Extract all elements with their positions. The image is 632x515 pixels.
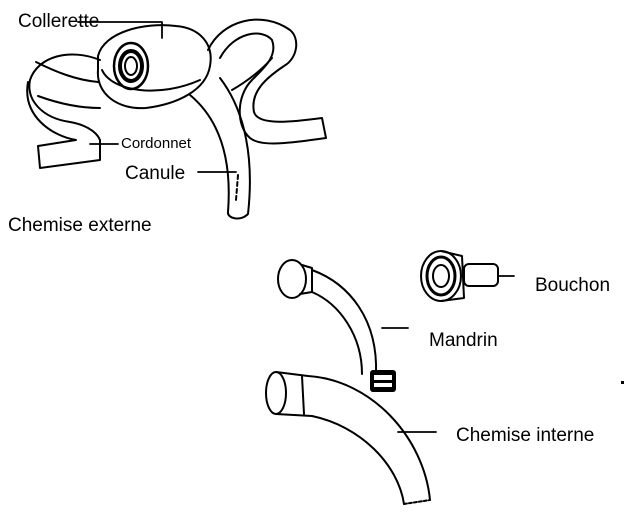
label-chemise-interne: Chemise interne [456,426,594,445]
outer-cannula-assembly [27,20,326,219]
mandrin-obturator [278,260,396,392]
label-chemise-externe: Chemise externe [8,216,152,235]
label-cordonnet: Cordonnet [121,136,191,151]
chemise-interne-inner-cannula [266,372,430,504]
label-bouchon: Bouchon [535,276,610,295]
label-collerette: Collerette [18,12,99,31]
margin-dot [621,381,624,384]
label-canule: Canule [125,164,185,183]
cordonnet-strap-right [208,20,326,144]
bouchon-plug [421,251,498,301]
cordonnet-strap-left [27,54,100,168]
label-mandrin: Mandrin [429,331,498,350]
